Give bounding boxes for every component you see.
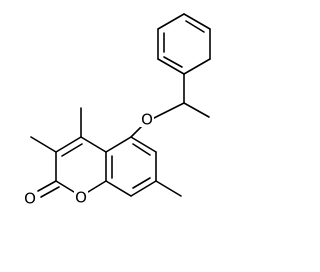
bond — [155, 180, 182, 197]
atom-labels: O O O — [22, 111, 154, 208]
double-bond — [185, 20, 205, 33]
bond — [105, 136, 132, 153]
label-background — [74, 190, 88, 206]
pyranone-ring — [30, 107, 107, 198]
bond — [30, 136, 57, 153]
bond — [183, 102, 210, 118]
bond — [87, 180, 107, 193]
bond — [157, 13, 185, 30]
bond — [183, 13, 211, 30]
bond — [130, 180, 157, 197]
bond — [130, 125, 143, 138]
chemical-structure: O O O — [22, 13, 211, 208]
ring-oxygen-label: O — [75, 189, 87, 207]
bond — [130, 136, 157, 153]
phenyl-ring — [157, 13, 211, 75]
bond — [55, 180, 75, 193]
side-chain — [130, 73, 210, 138]
bond — [157, 58, 185, 75]
double-bond — [132, 177, 151, 189]
label-background — [140, 111, 154, 127]
ether-oxygen-label: O — [141, 111, 153, 129]
carbonyl-oxygen-label: O — [24, 190, 36, 208]
double-bond — [61, 143, 83, 157]
bond — [37, 180, 57, 192]
benzo-ring — [105, 136, 182, 197]
bond — [153, 102, 185, 119]
double-bond — [163, 56, 183, 68]
bond — [183, 58, 211, 75]
double-bond — [40, 186, 60, 198]
double-bond — [132, 143, 151, 156]
bond — [105, 180, 132, 197]
label-background — [22, 191, 36, 207]
bond — [80, 136, 107, 153]
bond — [55, 136, 82, 153]
